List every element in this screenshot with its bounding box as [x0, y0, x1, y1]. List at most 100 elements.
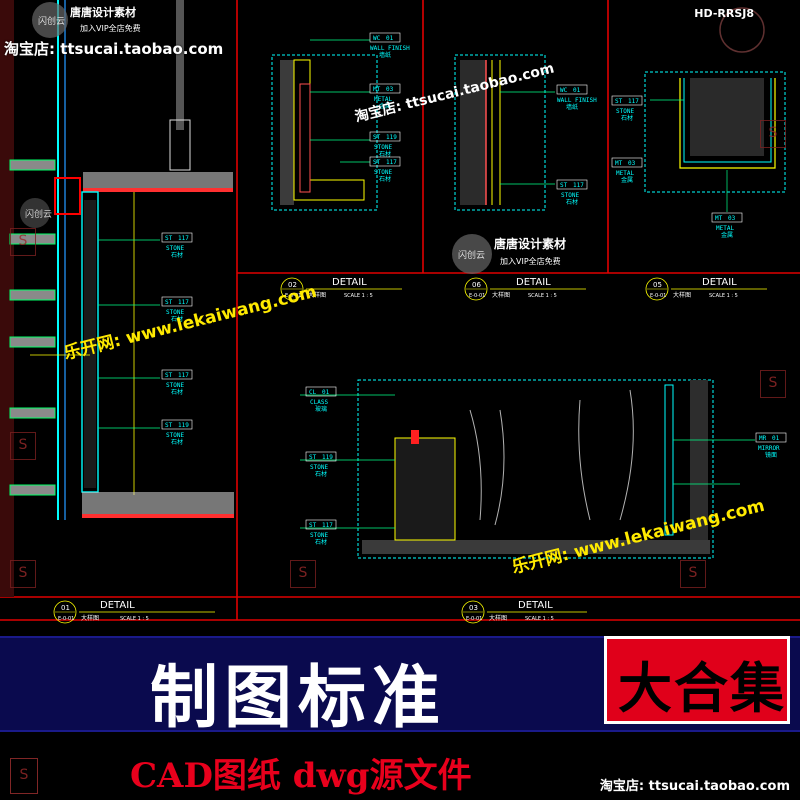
- tag-name: STONE: [166, 432, 184, 439]
- tag-num: 117: [386, 159, 397, 166]
- tag-name: STONE: [310, 532, 328, 539]
- stamp-icon: S: [10, 560, 36, 588]
- tag-st117-f: ST 117 STONE 石材: [611, 95, 643, 122]
- tag-cn: 墙纸: [566, 103, 578, 111]
- tag-num: 117: [573, 182, 584, 189]
- tag-code: MR: [759, 435, 767, 442]
- tag-name: METAL: [616, 170, 634, 177]
- tag-num: 119: [322, 454, 333, 461]
- detail-scale: SCALE 1 : 5: [525, 616, 554, 622]
- detail-ref: E-0-01: [650, 293, 666, 299]
- detail-id: 01: [61, 604, 70, 612]
- detail-title: DETAIL: [516, 277, 551, 288]
- tag-code: CL: [309, 389, 317, 396]
- tag-wc01-b: WC 01 WALL FINISH 墙纸: [556, 84, 597, 111]
- detail-ref: E-0-01: [285, 293, 301, 299]
- detail-cn: 大样图: [489, 614, 507, 622]
- tag-name: WALL FINISH: [370, 45, 410, 52]
- tag-cn: 石材: [566, 198, 578, 206]
- shop-url-bottom: 淘宝店: ttsucai.taobao.com: [599, 779, 790, 794]
- detail-cn: 大样图: [81, 614, 99, 622]
- tag-code: MT: [373, 86, 381, 93]
- drawing-code: HD-RRSJ8: [694, 7, 754, 20]
- tag-cn: 石材: [171, 438, 183, 446]
- tag-cn: 石材: [171, 388, 183, 396]
- tag-name: STONE: [166, 382, 184, 389]
- shan-label: 闪创云: [458, 249, 485, 261]
- tag-num: 01: [322, 389, 330, 396]
- tag-name: STONE: [310, 464, 328, 471]
- tag-wc01-a: WC 01 WALL FINISH 墙纸: [369, 32, 410, 59]
- tag-num: 117: [322, 522, 333, 529]
- tang-title: 唐唐设计素材: [494, 236, 566, 251]
- tag-cn: 石材: [379, 175, 391, 183]
- tag-code: ST: [309, 454, 317, 461]
- tag-cn: 石材: [379, 150, 391, 158]
- subtitle: CAD图纸 dwg源文件: [130, 756, 472, 796]
- tag-num: 117: [178, 372, 189, 379]
- detail-id: 06: [472, 281, 481, 289]
- stamp-icon: S: [10, 758, 38, 794]
- shan-watermark-left: 闪创云: [20, 198, 52, 228]
- detail-scale: SCALE 1 : 5: [344, 293, 373, 299]
- detail-ref: E-0-01: [466, 616, 482, 622]
- tag-code: ST: [615, 98, 623, 105]
- detail-05-drawing: [644, 7, 786, 212]
- tag-mr01: MR 01 MIRROR 镜面: [755, 432, 787, 459]
- tag-cn: 金属: [379, 102, 391, 110]
- tag-num: 01: [573, 87, 581, 94]
- detail-ref: E-0-01: [58, 616, 74, 622]
- material-tags: ST 117 STONE 石材 ST 117 STONE 石材 ST 117 S…: [161, 32, 787, 546]
- tag-mt03-a: MT 03 METAL 金属: [369, 83, 401, 110]
- tag-st119-a: ST 119 STONE 石材: [161, 419, 193, 446]
- tang-sub: 加入VIP全店免费: [500, 256, 561, 266]
- tag-name: STONE: [561, 192, 579, 199]
- tag-mt03-b: MT 03 METAL 金属: [611, 157, 643, 184]
- detail-scale: SCALE 1 : 5: [709, 293, 738, 299]
- tag-code: ST: [165, 422, 173, 429]
- shop-url-top: 淘宝店: ttsucai.taobao.com: [4, 40, 224, 58]
- tag-code: ST: [373, 159, 381, 166]
- detail-scale: SCALE 1 : 5: [528, 293, 557, 299]
- stamp-icon: S: [760, 370, 786, 398]
- detail-title-03: 03 E-0-01 DETAIL 大样图 SCALE 1 : 5: [461, 600, 587, 624]
- tang-sub: 加入VIP全店免费: [80, 23, 141, 33]
- tag-code: MT: [715, 215, 723, 222]
- tag-cn: 石材: [315, 470, 327, 478]
- tag-num: 01: [772, 435, 780, 442]
- detail-06-drawing: [454, 54, 555, 211]
- detail-id: 05: [653, 281, 662, 289]
- tag-num: 117: [178, 299, 189, 306]
- detail-id: 03: [469, 604, 478, 612]
- tag-st119-b: ST 119 STONE 石材: [369, 131, 401, 158]
- detail-title: DETAIL: [518, 600, 553, 611]
- tag-num: 117: [178, 235, 189, 242]
- tag-name: METAL: [374, 96, 392, 103]
- collection-badge: [604, 636, 790, 724]
- tag-st117-d: ST 117 STONE 石材: [369, 156, 401, 183]
- tag-cn: 金属: [721, 231, 733, 239]
- tag-name: STONE: [616, 108, 634, 115]
- detail-cn: 大样图: [308, 291, 326, 299]
- detail-title-01: 01 E-0-01 DETAIL 大样图 SCALE 1 : 5: [53, 600, 215, 624]
- tag-code: ST: [309, 522, 317, 529]
- collection-badge-text: 大合集: [618, 657, 786, 720]
- tag-code: MT: [615, 160, 623, 167]
- tag-st117-a: ST 117 STONE 石材: [161, 232, 193, 259]
- tag-code: ST: [560, 182, 568, 189]
- tang-watermark-mid: 闪创云 唐唐设计素材 加入VIP全店免费: [452, 234, 566, 274]
- tag-cn: 石材: [315, 538, 327, 546]
- detail-title-blocks: 01 E-0-01 DETAIL 大样图 SCALE 1 : 5 02 E-0-…: [53, 277, 767, 624]
- detail-title: DETAIL: [332, 277, 367, 288]
- tag-name: STONE: [374, 144, 392, 151]
- tag-name: MIRROR: [758, 445, 780, 452]
- detail-title-06: 06 E-0-01 DETAIL 大样图 SCALE 1 : 5: [464, 277, 586, 301]
- tag-cn: 石材: [171, 251, 183, 259]
- tag-cn: 石材: [621, 114, 633, 122]
- stamp-icon: S: [10, 432, 36, 460]
- tag-name: STONE: [166, 245, 184, 252]
- tag-code: WC: [373, 35, 381, 42]
- tag-num: 117: [628, 98, 639, 105]
- detail-id: 02: [288, 281, 297, 289]
- detail-02-drawing: [271, 39, 378, 211]
